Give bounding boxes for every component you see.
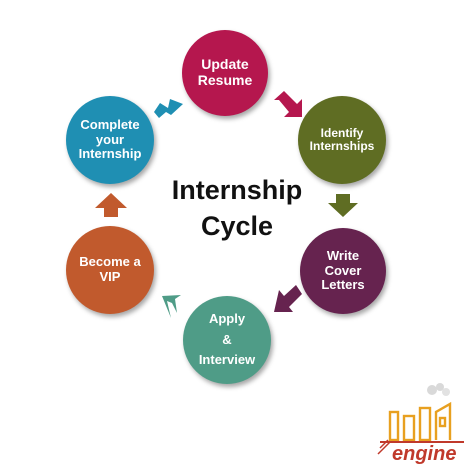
diagram-title: Internship Cycle xyxy=(0,172,474,244)
node-label-line: & xyxy=(222,331,232,347)
node-label-line: Apply xyxy=(208,311,246,327)
svg-text:engine: engine xyxy=(392,443,456,464)
node-update-resume: Update Resume xyxy=(182,30,268,116)
node-label-line: VIP xyxy=(99,269,121,284)
node-label-line: your xyxy=(95,131,125,147)
node-label-line: Update xyxy=(201,56,249,73)
node-identify-internships: Identify Internships xyxy=(298,96,386,184)
node-label-line: Internship xyxy=(78,146,142,162)
arrow-write-to-apply xyxy=(274,285,302,312)
engine-logo: engine xyxy=(377,383,464,464)
diagram-title-line: Cycle xyxy=(200,211,274,241)
node-become-a-vip: Become a VIP xyxy=(66,226,154,314)
node-label-line: Internships xyxy=(309,139,375,153)
arrow-complete-to-update xyxy=(154,99,183,118)
arrow-identify-to-write xyxy=(328,194,358,217)
node-label-line: Complete xyxy=(80,117,140,133)
diagram-title-line: Internship xyxy=(171,175,303,205)
arrow-apply-to-vip xyxy=(162,295,181,318)
arrow-update-to-identify xyxy=(274,91,302,117)
arrow-vip-to-complete xyxy=(95,193,127,217)
node-complete-your-internship: Complete your Internship xyxy=(66,96,154,184)
node-label-line: Resume xyxy=(197,72,253,88)
node-label-line: Interview xyxy=(198,352,256,368)
node-apply-interview: Apply & Interview xyxy=(183,296,271,384)
node-label-line: Letters xyxy=(321,277,365,293)
node-write-cover-letters: Write Cover Letters xyxy=(300,228,386,314)
node-label-line: Write xyxy=(326,248,360,264)
node-label-line: Become a xyxy=(79,254,141,270)
node-label-line: Cover xyxy=(324,262,362,278)
node-label-line: Identify xyxy=(320,125,364,140)
